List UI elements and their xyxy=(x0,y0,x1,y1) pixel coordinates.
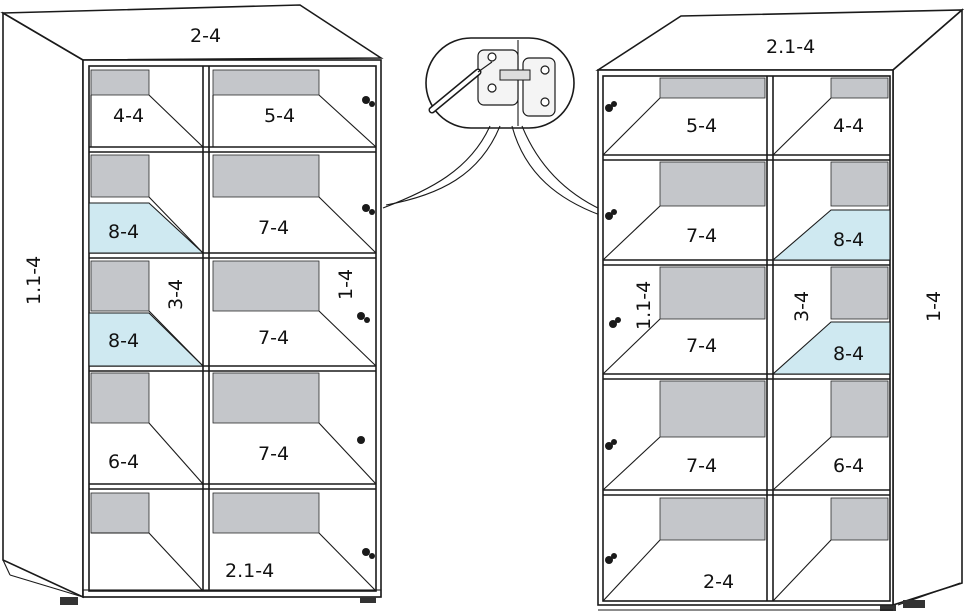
left-base xyxy=(82,589,382,598)
right-label-side-right: 1-4 xyxy=(923,291,945,322)
left-label-divider: 3-4 xyxy=(165,279,187,310)
right-label-top: 2.1-4 xyxy=(766,36,815,58)
left-back-panel xyxy=(90,492,150,534)
right-back-panel xyxy=(830,161,889,207)
right-foot xyxy=(880,605,896,611)
right-back-panel xyxy=(659,77,766,99)
left-back-panel xyxy=(90,154,150,198)
right-label-side-left: 1.1-4 xyxy=(633,281,655,330)
left-label-r3-left: 8-4 xyxy=(108,330,139,352)
right-label-divider: 3-4 xyxy=(791,291,813,322)
left-back-panel xyxy=(212,69,320,96)
left-label-r2-left: 8-4 xyxy=(108,221,139,243)
left-back-panel xyxy=(212,154,320,198)
right-label-r1-right: 4-4 xyxy=(833,115,864,137)
left-foot xyxy=(60,597,78,605)
right-back-panel xyxy=(830,380,889,438)
left-label-bottom: 2.1-4 xyxy=(225,560,274,582)
right-foot xyxy=(903,600,925,608)
right-highlight-shelf xyxy=(771,209,891,261)
left-back-panel xyxy=(90,372,150,424)
right-back-panel xyxy=(830,266,889,320)
right-back-panel xyxy=(659,266,766,320)
right-back-panel xyxy=(659,497,766,541)
left-back-panel xyxy=(212,372,320,424)
left-label-r4-right: 7-4 xyxy=(258,443,289,465)
left-label-r4-left: 6-4 xyxy=(108,451,139,473)
right-label-r3-left: 7-4 xyxy=(686,335,717,357)
left-label-side: 1.1-4 xyxy=(23,256,45,305)
left-back-panel xyxy=(90,260,150,312)
left-back-panel xyxy=(90,69,150,96)
right-back-panel xyxy=(659,380,766,438)
left-label-r3-right: 7-4 xyxy=(258,327,289,349)
right-back-panel xyxy=(830,77,889,99)
right-back-panel xyxy=(830,497,889,541)
hinge-icon xyxy=(605,553,617,564)
hinge-icon xyxy=(605,101,617,112)
hinge-icon xyxy=(357,312,370,323)
left-label-r1-right: 5-4 xyxy=(264,105,295,127)
right-highlight-shelf xyxy=(771,321,891,375)
left-foot xyxy=(360,597,376,603)
right-label-bottom: 2-4 xyxy=(703,571,734,593)
right-label-r1-left: 5-4 xyxy=(686,115,717,137)
right-label-r2-left: 7-4 xyxy=(686,225,717,247)
hinge-icon xyxy=(362,548,375,559)
left-back-panel xyxy=(212,492,320,534)
hinge-icon xyxy=(605,209,617,220)
right-cabinet: 2.1-4 5-4 4-4 7-4 8-4 1.1-4 3-4 1-4 7-4 … xyxy=(595,8,965,611)
right-label-r3-right: 8-4 xyxy=(833,343,864,365)
left-highlight-shelf xyxy=(88,202,205,254)
left-top-panel xyxy=(0,4,384,61)
left-highlight-shelf xyxy=(88,312,205,367)
hinge-icon xyxy=(357,436,365,444)
left-cabinet: 2-4 1.1-4 4-4 5-4 8-4 7-4 3-4 1-4 8-4 7-… xyxy=(0,4,384,605)
left-label-top: 2-4 xyxy=(190,25,221,47)
hinge-icon xyxy=(362,204,375,215)
right-back-panel xyxy=(659,161,766,207)
right-label-r2-right: 8-4 xyxy=(833,229,864,251)
left-label-r2-right: 7-4 xyxy=(258,217,289,239)
right-label-r4-left: 7-4 xyxy=(686,455,717,477)
hinge-detail-callout xyxy=(382,37,603,216)
left-back-panel xyxy=(212,260,320,312)
hinge-icon xyxy=(362,96,375,107)
left-label-door-side: 1-4 xyxy=(335,269,357,300)
hinge-icon xyxy=(609,317,621,328)
right-label-r4-right: 6-4 xyxy=(833,455,864,477)
hinge-icon xyxy=(605,439,617,450)
left-label-r1-left: 4-4 xyxy=(113,105,144,127)
